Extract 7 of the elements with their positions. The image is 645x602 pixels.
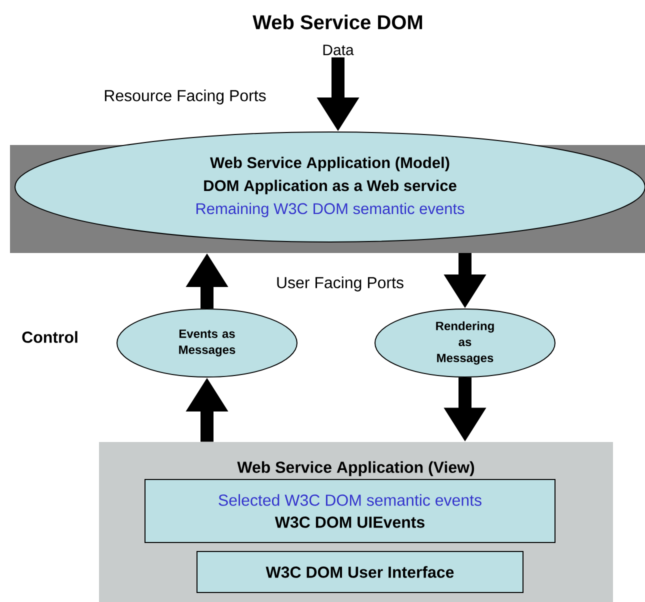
port-label: Resource Facing Ports: [104, 90, 266, 104]
component-box: Selected W3C DOM semantic events W3C DOM UIEvents: [144, 479, 556, 543]
control-label: Control: [22, 331, 78, 343]
component-box: W3C DOM User Interface: [196, 551, 524, 593]
port-label: User Facing Ports: [277, 276, 404, 292]
data-label: Data: [323, 44, 354, 56]
title: Web Service DOM: [252, 14, 422, 30]
